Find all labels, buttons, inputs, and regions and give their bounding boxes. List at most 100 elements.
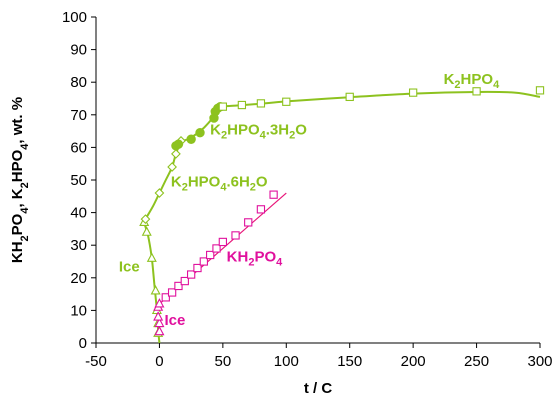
y-axis-title-part: wt (9, 119, 26, 137)
x-tick-label: 100 (274, 353, 299, 370)
data-point-triangle (146, 252, 157, 262)
data-point-square (193, 263, 202, 273)
data-point-square (161, 293, 170, 302)
data-point-triangle (141, 226, 152, 236)
phase-label-part: HPO (188, 174, 221, 191)
phase-label: K2HPO4.6H2O (171, 174, 268, 194)
phase-label-part: 2 (248, 257, 254, 269)
data-point-diamond (140, 214, 151, 224)
y-axis-title-part: , (9, 199, 26, 207)
data-point-circle (195, 128, 205, 138)
data-point-triangle (154, 317, 165, 328)
phase-label: Ice (119, 258, 140, 275)
phase-label-part: 2 (250, 182, 256, 194)
phase-label-part: 4 (493, 79, 500, 91)
y-tick-label: 80 (70, 74, 87, 91)
y-axis-title-part: 2 (19, 182, 31, 188)
phase-label-part: .6H (226, 174, 249, 191)
phase-label-part: 4 (276, 257, 283, 269)
data-point-square (186, 270, 196, 279)
data-point-square (199, 257, 208, 266)
y-tick-label: 40 (70, 205, 87, 222)
y-tick-label: 90 (70, 42, 87, 59)
data-point-diamond (167, 162, 177, 172)
y-axis-title-part: 4 (19, 207, 31, 214)
data-point-square (244, 218, 253, 227)
data-point-triangle (154, 298, 165, 308)
x-tick-label: 50 (215, 353, 232, 370)
phase-label-part: HPO (227, 121, 260, 138)
data-point-square (408, 88, 418, 97)
phase-label: KH2PO4 (227, 249, 283, 269)
y-tick-label: 60 (70, 139, 87, 156)
data-point-diamond (171, 149, 181, 159)
y-tick-label: 20 (70, 270, 87, 287)
data-point-square (535, 86, 545, 95)
phase-label-part: O (295, 121, 307, 138)
phase-label-part: Ice (119, 258, 140, 275)
data-point-square (180, 276, 189, 286)
x-tick-label: 0 (155, 353, 163, 370)
data-point-square (212, 244, 221, 253)
phase-label: Ice (165, 312, 186, 329)
phase-label-part: O (256, 174, 268, 191)
y-axis-title-part: , (9, 135, 26, 143)
phase-label-part: K (210, 121, 221, 138)
data-point-square (269, 190, 278, 199)
y-axis-title-part: PO (9, 213, 26, 235)
x-axis-title: t / C (304, 380, 332, 397)
data-point-square (282, 97, 291, 106)
x-tick-label: 250 (464, 353, 489, 370)
phase-label-part: PO (254, 249, 276, 266)
phase-label-part: HPO (461, 71, 494, 88)
y-tick-label: 100 (62, 9, 87, 26)
markers (139, 86, 545, 337)
data-point-square (167, 288, 177, 297)
phase-label-part: 2 (221, 129, 227, 141)
x-tick-label: 150 (337, 353, 362, 370)
data-point-square (256, 99, 266, 108)
data-point-square (218, 237, 228, 247)
data-point-circle (186, 134, 196, 144)
x-tick-label: -50 (85, 353, 107, 370)
data-point-diamond (154, 188, 165, 198)
y-tick-label: 50 (70, 172, 87, 189)
data-point-square (231, 231, 240, 240)
phase-label-part: K (444, 71, 455, 88)
data-point-triangle (154, 325, 165, 336)
phase-label-part: 2 (454, 79, 460, 91)
y-axis-title: KH2PO4, K2HPO4, wt. % (9, 97, 31, 263)
phase-label-part: KH (227, 249, 249, 266)
y-tick-label: 30 (70, 237, 87, 254)
y-tick-label: 0 (79, 335, 87, 352)
y-axis-title-part: HPO (9, 149, 26, 182)
phase-label-part: 4 (220, 182, 227, 194)
phase-label-part: .3H (266, 121, 289, 138)
x-tick-label: 300 (527, 353, 552, 370)
data-point-circle (173, 139, 184, 149)
y-tick-label: 10 (70, 302, 87, 319)
data-point-square (218, 102, 228, 111)
y-axis-title-part: 4 (19, 143, 31, 150)
y-axis-title-part: KH (9, 241, 26, 263)
data-point-triangle (153, 311, 164, 321)
data-point-square (472, 87, 481, 96)
y-tick-label: 70 (70, 107, 87, 124)
data-point-triangle (150, 285, 161, 295)
phase-label: K2HPO4 (444, 71, 500, 91)
phase-label-part: 2 (182, 182, 188, 194)
y-axis-title-part: 2 (19, 235, 31, 241)
data-point-square (206, 250, 215, 260)
data-point-square (174, 281, 183, 291)
data-point-square (345, 92, 354, 102)
y-axis-title-part: . % (9, 97, 26, 119)
data-point-square (237, 100, 247, 110)
phase-label-part: Ice (165, 312, 186, 329)
phase-label-part: 2 (289, 129, 295, 141)
phase-label: K2HPO4.3H2O (210, 121, 307, 141)
phase-label-part: 4 (260, 129, 267, 141)
y-axis-title-part: K (9, 188, 26, 199)
